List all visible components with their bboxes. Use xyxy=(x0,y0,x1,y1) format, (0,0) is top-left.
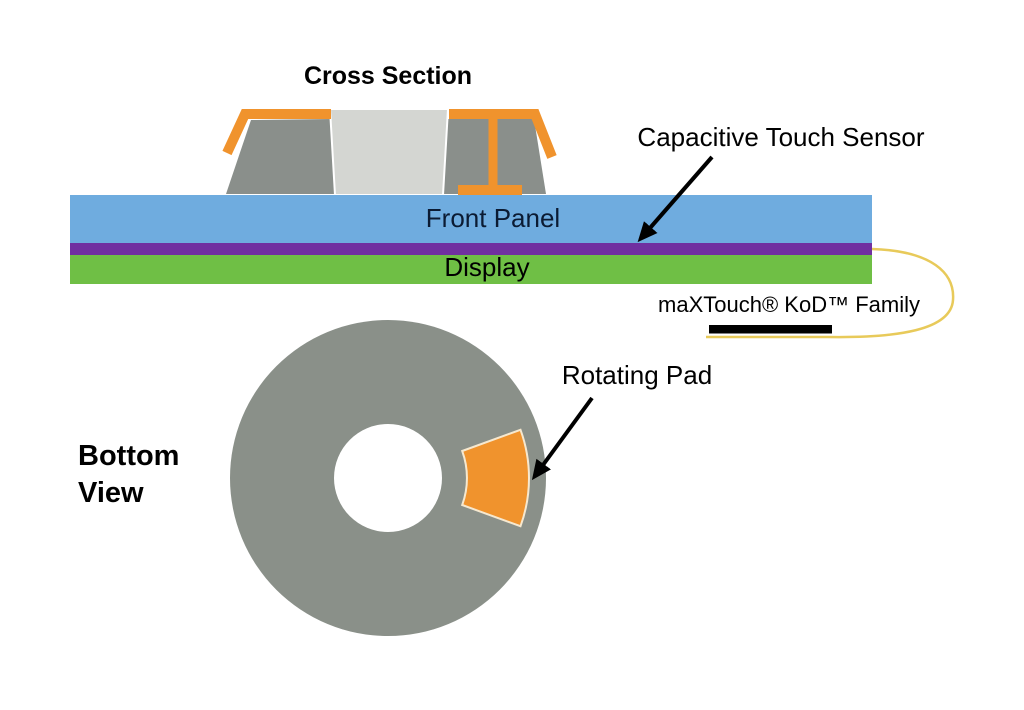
knob-right-electrode xyxy=(449,109,557,159)
front-panel-label: Front Panel xyxy=(425,203,561,233)
flex-cable xyxy=(706,247,955,339)
bottom-view-title: Bottom View xyxy=(78,440,180,509)
capacitive-sensor-layer xyxy=(70,243,872,255)
rotating-pad xyxy=(460,428,530,528)
knob-left-electrode xyxy=(222,109,331,156)
capacitive-touch-sensor-callout: Capacitive Touch Sensor xyxy=(637,122,925,152)
cross-section-title: Cross Section xyxy=(303,62,473,90)
rotating-pad-callout: Rotating Pad xyxy=(561,360,713,390)
pad-callout-arrow xyxy=(531,396,594,481)
display-layer xyxy=(70,255,872,284)
knob-center-section xyxy=(328,108,450,196)
knob-ring-hole xyxy=(334,424,442,532)
maxtouch-chip-label: maXTouch® KoD™ Family xyxy=(658,292,920,317)
knob-left-section xyxy=(226,119,337,194)
front-panel-layer xyxy=(70,195,872,243)
sensor-callout-arrow xyxy=(637,155,714,243)
controller-chip-bar xyxy=(709,325,832,334)
display-label: Display xyxy=(444,252,530,282)
